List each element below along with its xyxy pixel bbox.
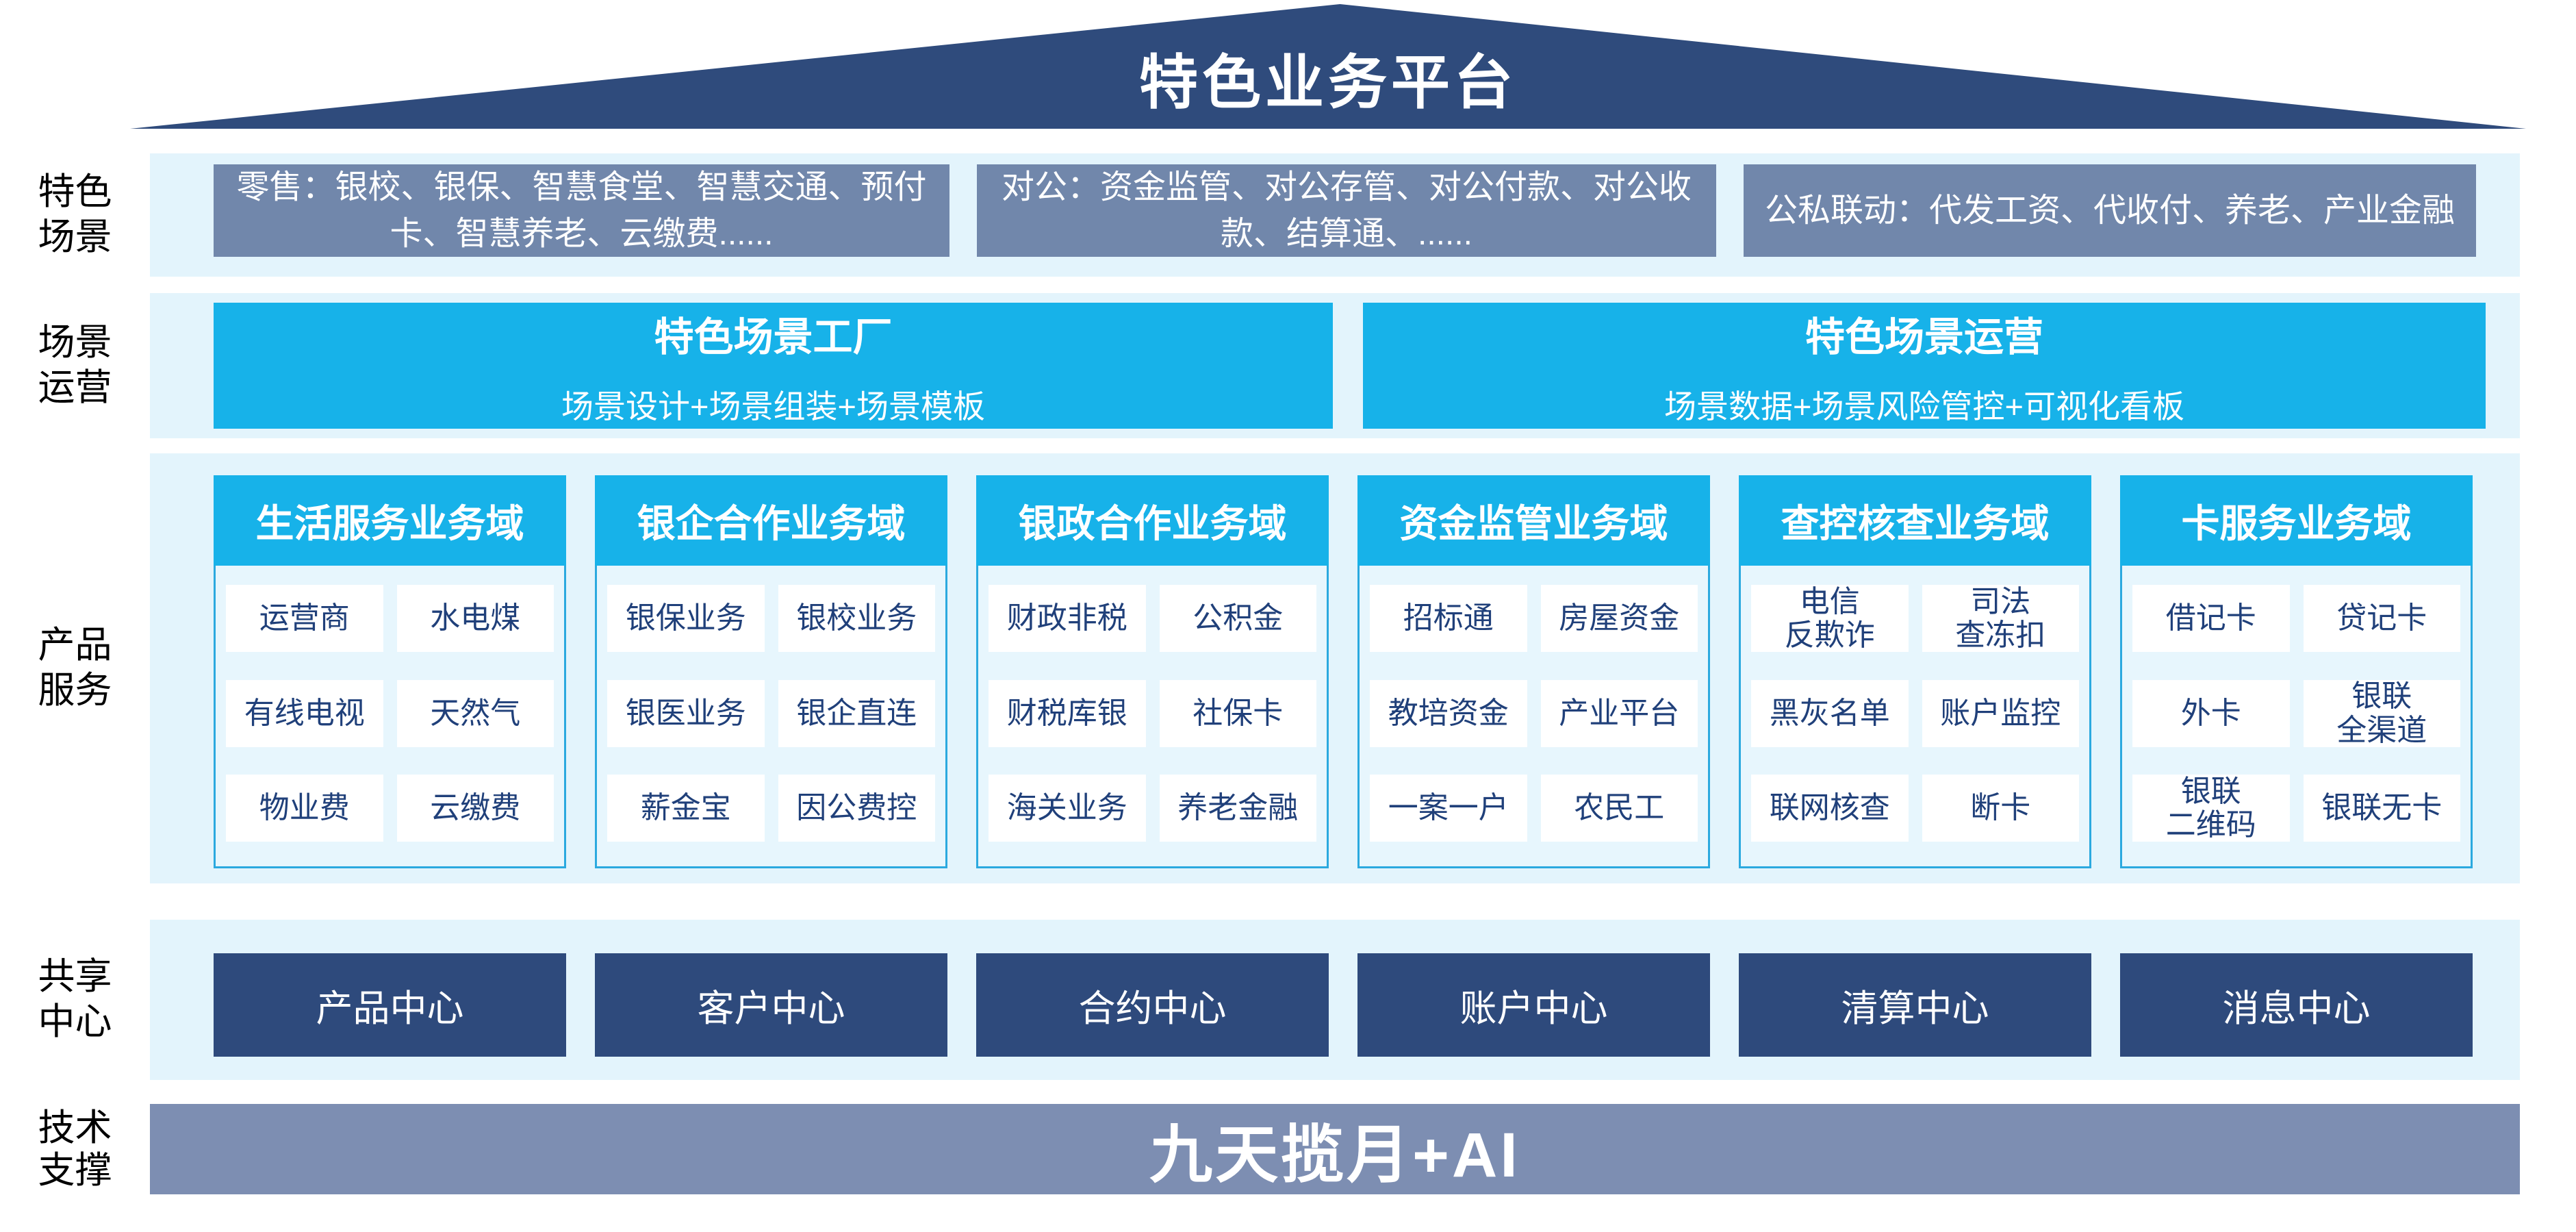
product-chip: 运营商 (226, 585, 383, 652)
product-chip: 司法 查冻扣 (1922, 585, 2079, 652)
side-label-line: 共享 (38, 956, 112, 998)
product-chip: 断卡 (1922, 775, 2079, 842)
side-label-line: 运营 (38, 367, 112, 408)
side-label-line: 中心 (38, 1001, 112, 1042)
side-label-line: 产品 (38, 625, 112, 666)
product-chip: 招标通 (1370, 585, 1527, 652)
product-card-header: 查控核查业务域 (1739, 475, 2091, 566)
side-label-shared-centers: 共享 中心 (0, 920, 150, 1080)
product-chip: 财税库银 (989, 679, 1146, 747)
product-chip: 银联 二维码 (2132, 775, 2290, 842)
product-card-bank-government: 银政合作业务域 财政非税 公积金 财税库银 社保卡 海关业务 养老金融 (976, 475, 1329, 868)
product-chip: 房屋资金 (1540, 585, 1698, 652)
scene-operation-title: 特色场景运营 (1805, 314, 2043, 360)
product-card-check-verification: 查控核查业务域 电信 反欺诈 司法 查冻扣 黑灰名单 账户监控 联网核查 断卡 (1739, 475, 2091, 868)
product-chip: 账户监控 (1922, 679, 2079, 747)
side-label-line: 场景 (38, 216, 112, 257)
product-chip: 银保业务 (607, 585, 765, 652)
product-card-body: 招标通 房屋资金 教培资金 产业平台 一案一户 农民工 (1357, 566, 1710, 868)
product-chip: 农民工 (1540, 775, 1698, 842)
product-card-bank-enterprise: 银企合作业务域 银保业务 银校业务 银医业务 银企直连 薪金宝 因公费控 (595, 475, 947, 868)
product-chip: 有线电视 (226, 679, 383, 747)
product-chip: 银校业务 (778, 585, 935, 652)
tech-support-label: 九天揽月+AI (1149, 1120, 1520, 1190)
side-label-line: 特色 (38, 171, 112, 213)
product-card-header: 银政合作业务域 (976, 475, 1329, 566)
side-label-line: 服务 (38, 670, 112, 711)
product-chip: 电信 反欺诈 (1751, 585, 1909, 652)
product-chip: 联网核查 (1751, 775, 1909, 842)
scene-factory-title: 特色场景工厂 (654, 314, 893, 360)
product-chip: 银联无卡 (2303, 775, 2460, 842)
scene-box-retail: 零售：银校、银保、智慧食堂、智慧交通、预付卡、智慧养老、云缴费...... (214, 164, 949, 257)
side-label-line: 技术 (38, 1107, 112, 1148)
product-chip: 银企直连 (778, 679, 935, 747)
product-chip: 因公费控 (778, 775, 935, 842)
scene-operation-subtitle: 场景数据+场景风险管控+可视化看板 (1664, 388, 2184, 425)
product-chip: 银医业务 (607, 679, 765, 747)
center-box-message: 消息中心 (2120, 953, 2473, 1057)
product-chip: 借记卡 (2132, 585, 2290, 652)
side-label-scene-ops: 场景 运营 (0, 293, 150, 438)
product-card-body: 电信 反欺诈 司法 查冻扣 黑灰名单 账户监控 联网核查 断卡 (1739, 566, 2091, 868)
products-band: 生活服务业务域 运营商 水电煤 有线电视 天然气 物业费 云缴费 银企合作业务域… (150, 453, 2520, 883)
scene-factory-subtitle: 场景设计+场景组装+场景模板 (561, 388, 985, 425)
product-card-life-services: 生活服务业务域 运营商 水电煤 有线电视 天然气 物业费 云缴费 (214, 475, 566, 868)
product-card-header: 银企合作业务域 (595, 475, 947, 566)
product-card-body: 财政非税 公积金 财税库银 社保卡 海关业务 养老金融 (976, 566, 1329, 868)
product-chip: 黑灰名单 (1751, 679, 1909, 747)
product-chip: 云缴费 (396, 775, 554, 842)
product-chip: 养老金融 (1159, 775, 1316, 842)
product-card-body: 银保业务 银校业务 银医业务 银企直连 薪金宝 因公费控 (595, 566, 947, 868)
scene-box-corporate: 对公：资金监管、对公存管、对公付款、对公收款、结算通、...... (977, 164, 1716, 257)
product-chip: 外卡 (2132, 679, 2290, 747)
scene-box-public-private: 公私联动：代发工资、代收付、养老、产业金融 (1744, 164, 2476, 257)
product-chip: 薪金宝 (607, 775, 765, 842)
product-chip: 天然气 (396, 679, 554, 747)
product-card-body: 借记卡 贷记卡 外卡 银联 全渠道 银联 二维码 银联无卡 (2120, 566, 2473, 868)
product-chip: 产业平台 (1540, 679, 1698, 747)
platform-roof-banner: 特色业务平台 (130, 4, 2526, 129)
product-chip: 银联 全渠道 (2303, 679, 2460, 747)
product-chip: 物业费 (226, 775, 383, 842)
product-chip: 教培资金 (1370, 679, 1527, 747)
product-card-header: 资金监管业务域 (1357, 475, 1710, 566)
side-label-line: 支撑 (38, 1150, 112, 1191)
product-chip: 海关业务 (989, 775, 1146, 842)
scene-operation-box: 特色场景运营 场景数据+场景风险管控+可视化看板 (1363, 303, 2486, 429)
scene-ops-band: 特色场景工厂 场景设计+场景组装+场景模板 特色场景运营 场景数据+场景风险管控… (150, 293, 2520, 438)
product-card-header: 生活服务业务域 (214, 475, 566, 566)
shared-centers-band: 产品中心 客户中心 合约中心 账户中心 清算中心 消息中心 (150, 920, 2520, 1080)
product-card-card-services: 卡服务业务域 借记卡 贷记卡 外卡 银联 全渠道 银联 二维码 银联无卡 (2120, 475, 2473, 868)
product-card-body: 运营商 水电煤 有线电视 天然气 物业费 云缴费 (214, 566, 566, 868)
scene-factory-box: 特色场景工厂 场景设计+场景组装+场景模板 (214, 303, 1333, 429)
product-chip: 水电煤 (396, 585, 554, 652)
center-box-customer: 客户中心 (595, 953, 947, 1057)
scenes-band: 零售：银校、银保、智慧食堂、智慧交通、预付卡、智慧养老、云缴费...... 对公… (150, 153, 2520, 277)
product-card-fund-supervision: 资金监管业务域 招标通 房屋资金 教培资金 产业平台 一案一户 农民工 (1357, 475, 1710, 868)
product-chip: 社保卡 (1159, 679, 1316, 747)
center-box-clearing: 清算中心 (1739, 953, 2091, 1057)
product-card-header: 卡服务业务域 (2120, 475, 2473, 566)
center-box-account: 账户中心 (1357, 953, 1710, 1057)
tech-support-bar: 九天揽月+AI (150, 1104, 2520, 1194)
product-chip: 公积金 (1159, 585, 1316, 652)
side-label-tech-support: 技术 支撑 (0, 1104, 150, 1194)
side-label-line: 场景 (38, 322, 112, 364)
platform-title: 特色业务平台 (1139, 49, 1517, 116)
product-chip: 财政非税 (989, 585, 1146, 652)
product-chip: 一案一户 (1370, 775, 1527, 842)
side-label-scenes: 特色 场景 (0, 153, 150, 277)
center-box-contract: 合约中心 (976, 953, 1329, 1057)
side-label-products: 产品 服务 (0, 453, 150, 883)
center-box-product: 产品中心 (214, 953, 566, 1057)
product-chip: 贷记卡 (2303, 585, 2460, 652)
